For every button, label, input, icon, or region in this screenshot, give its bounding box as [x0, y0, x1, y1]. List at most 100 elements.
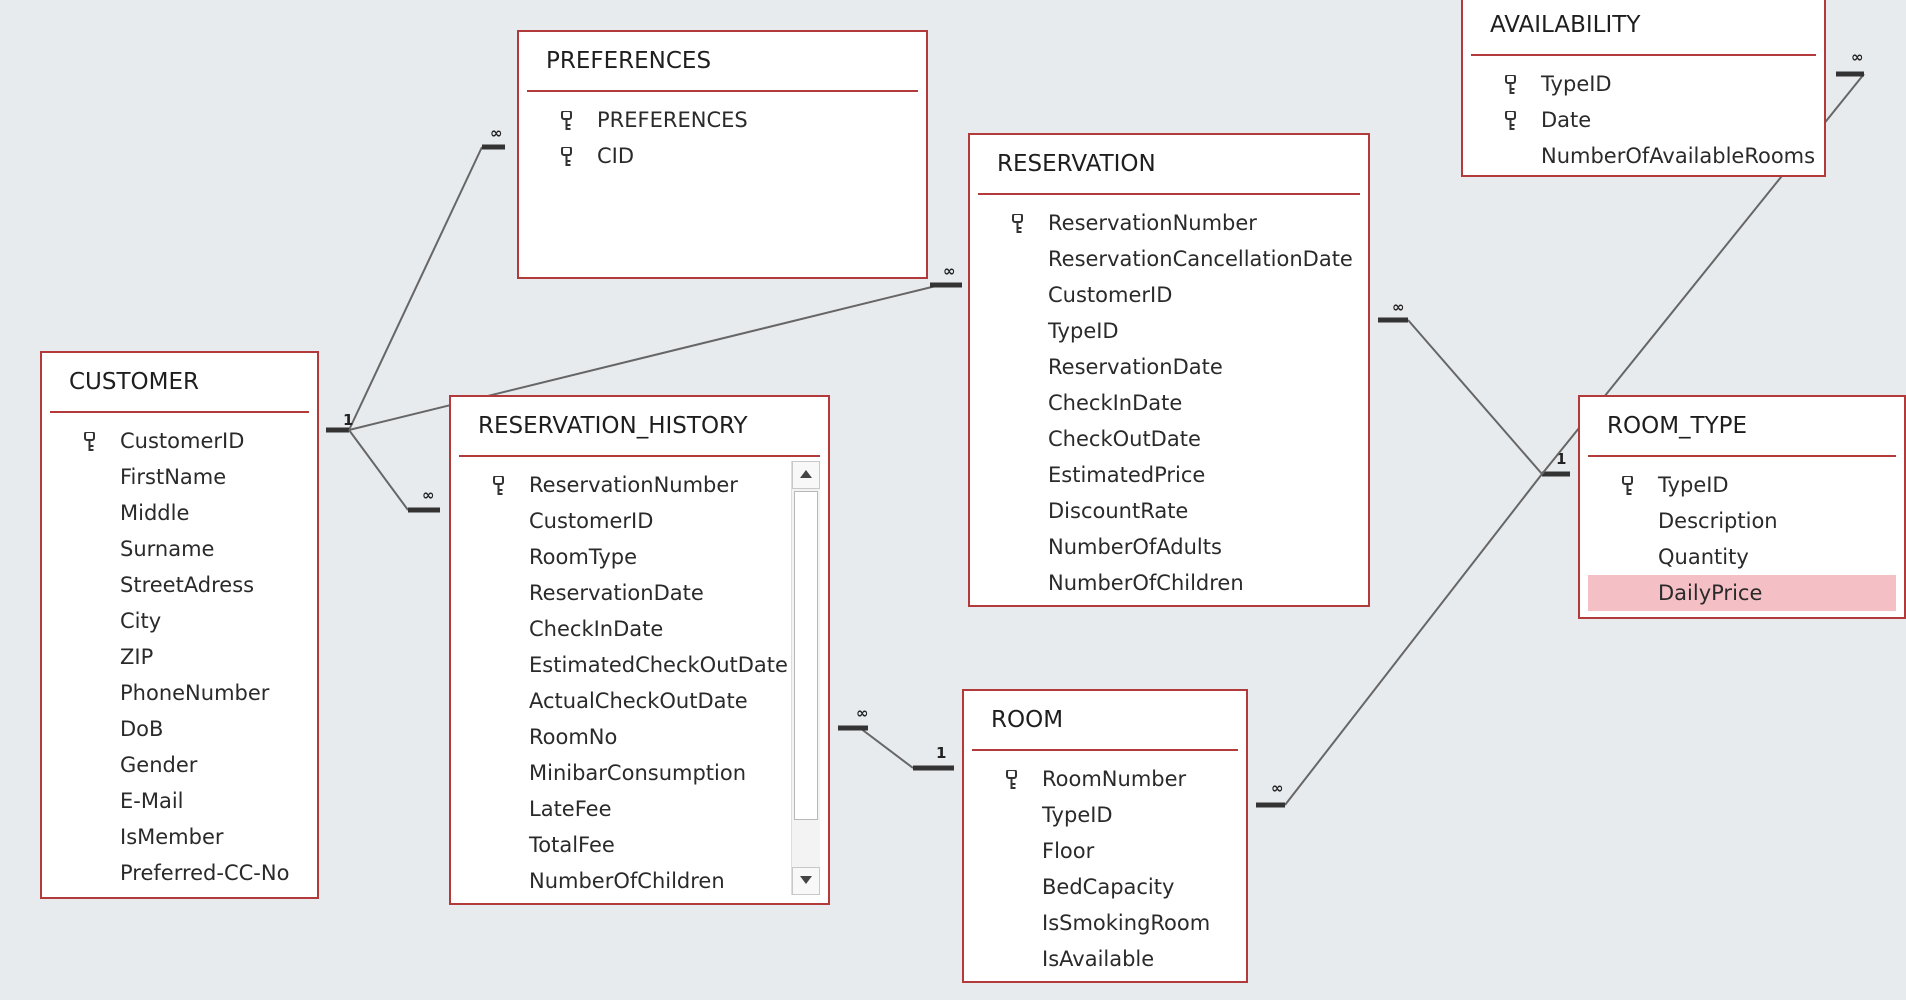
field-row[interactable]: ReservationNumber	[978, 205, 1360, 241]
field-row[interactable]: ActualCheckOutDate	[459, 683, 820, 719]
relationship-line[interactable]	[1407, 319, 1543, 475]
primary-key-icon	[1622, 476, 1633, 495]
table-title[interactable]: PREFERENCES	[527, 32, 918, 92]
field-row[interactable]: CheckInDate	[459, 611, 820, 647]
field-name: ReservationCancellationDate	[1048, 247, 1353, 271]
field-row[interactable]: ReservationCancellationDate	[978, 241, 1360, 277]
field-name: TypeID	[1048, 319, 1119, 343]
vertical-scrollbar[interactable]	[791, 461, 820, 895]
field-name: RoomNo	[529, 725, 618, 749]
field-row[interactable]: LateFee	[459, 791, 820, 827]
field-name: LateFee	[529, 797, 612, 821]
field-row[interactable]: Date	[1471, 102, 1816, 138]
field-row[interactable]: CheckInDate	[978, 385, 1360, 421]
field-row[interactable]: NumberOfChildren	[459, 863, 820, 899]
field-row[interactable]: Gender	[50, 747, 309, 783]
field-row[interactable]: RoomType	[459, 539, 820, 575]
field-row[interactable]: MinibarConsumption	[459, 755, 820, 791]
field-row[interactable]: TypeID	[1588, 467, 1896, 503]
relationship-line[interactable]	[348, 429, 409, 511]
field-row[interactable]: NumberOfAdults	[978, 529, 1360, 565]
field-row[interactable]: TotalFee	[459, 827, 820, 863]
field-row[interactable]: ReservationDate	[459, 575, 820, 611]
relationship-line[interactable]	[348, 146, 483, 431]
field-name: DoB	[120, 717, 164, 741]
field-row[interactable]: NumberOfChildren	[978, 565, 1360, 601]
scroll-track[interactable]	[794, 491, 818, 865]
table-title[interactable]: CUSTOMER	[50, 353, 309, 413]
table-preferences[interactable]: PREFERENCES PREFERENCES CID	[517, 30, 928, 279]
field-row[interactable]: Description	[1588, 503, 1896, 539]
relationship-one-label: 1	[1556, 450, 1566, 468]
field-row[interactable]: Preferred-CC-No	[50, 855, 309, 891]
field-row[interactable]: CustomerID	[459, 503, 820, 539]
field-row[interactable]: IsSmokingRoom	[972, 905, 1238, 941]
field-name: RoomNumber	[1042, 767, 1187, 791]
field-row[interactable]: PREFERENCES	[527, 102, 918, 138]
table-title[interactable]: RESERVATION_HISTORY	[459, 397, 820, 457]
field-row[interactable]: RoomNumber	[972, 761, 1238, 797]
table-title[interactable]: RESERVATION	[978, 135, 1360, 195]
field-row[interactable]: E-Mail	[50, 783, 309, 819]
field-row[interactable]: Middle	[50, 495, 309, 531]
field-name: CID	[597, 144, 635, 168]
field-row[interactable]: CustomerID	[50, 423, 309, 459]
field-row[interactable]: CID	[527, 138, 918, 174]
field-row-selected[interactable]: DailyPrice	[1588, 575, 1896, 611]
table-title[interactable]: ROOM_TYPE	[1588, 397, 1896, 457]
field-name: RoomType	[529, 545, 638, 569]
field-row[interactable]: IsMember	[50, 819, 309, 855]
field-row[interactable]: PhoneNumber	[50, 675, 309, 711]
scroll-thumb[interactable]	[794, 491, 818, 821]
field-name: IsMember	[120, 825, 224, 849]
relationship-line[interactable]	[859, 727, 914, 769]
field-row[interactable]: Surname	[50, 531, 309, 567]
field-name: StreetAdress	[120, 573, 255, 597]
field-row[interactable]: NumberOfAvailableRooms	[1471, 138, 1816, 174]
field-row[interactable]: City	[50, 603, 309, 639]
relationship-many-label: ∞	[490, 124, 503, 142]
field-row[interactable]: ZIP	[50, 639, 309, 675]
table-title[interactable]: ROOM	[972, 691, 1238, 751]
field-row[interactable]: IsAvailable	[972, 941, 1238, 977]
field-row[interactable]: TypeID	[1471, 66, 1816, 102]
field-row[interactable]: EstimatedPrice	[978, 457, 1360, 493]
primary-key-icon	[561, 147, 572, 166]
field-name: DailyPrice	[1658, 581, 1763, 605]
field-name: PREFERENCES	[597, 108, 748, 132]
field-row[interactable]: FirstName	[50, 459, 309, 495]
field-row[interactable]: DoB	[50, 711, 309, 747]
field-row[interactable]: EstimatedCheckOutDate	[459, 647, 820, 683]
field-name: ReservationDate	[529, 581, 704, 605]
field-row[interactable]: StreetAdress	[50, 567, 309, 603]
field-name: TypeID	[1658, 473, 1729, 497]
scroll-up-button[interactable]	[792, 461, 820, 489]
field-name: ReservationNumber	[1048, 211, 1257, 235]
primary-key-icon	[1006, 770, 1017, 789]
field-row[interactable]: RoomNo	[459, 719, 820, 755]
field-row[interactable]: BedCapacity	[972, 869, 1238, 905]
field-row[interactable]: TypeID	[972, 797, 1238, 833]
field-name: NumberOfAdults	[1048, 535, 1222, 559]
field-row[interactable]: CheckOutDate	[978, 421, 1360, 457]
table-title[interactable]: AVAILABILITY	[1471, 0, 1816, 56]
field-row[interactable]: CustomerID	[978, 277, 1360, 313]
field-row[interactable]: Floor	[972, 833, 1238, 869]
field-name: ReservationNumber	[529, 473, 738, 497]
field-row[interactable]: TypeID	[978, 313, 1360, 349]
field-name: IsAvailable	[1042, 947, 1155, 971]
primary-key-icon	[1505, 75, 1516, 94]
field-row[interactable]: Quantity	[1588, 539, 1896, 575]
field-row[interactable]: ReservationDate	[978, 349, 1360, 385]
field-row[interactable]: DiscountRate	[978, 493, 1360, 529]
scroll-down-button[interactable]	[792, 867, 820, 895]
field-row[interactable]: ReservationNumber	[459, 467, 820, 503]
